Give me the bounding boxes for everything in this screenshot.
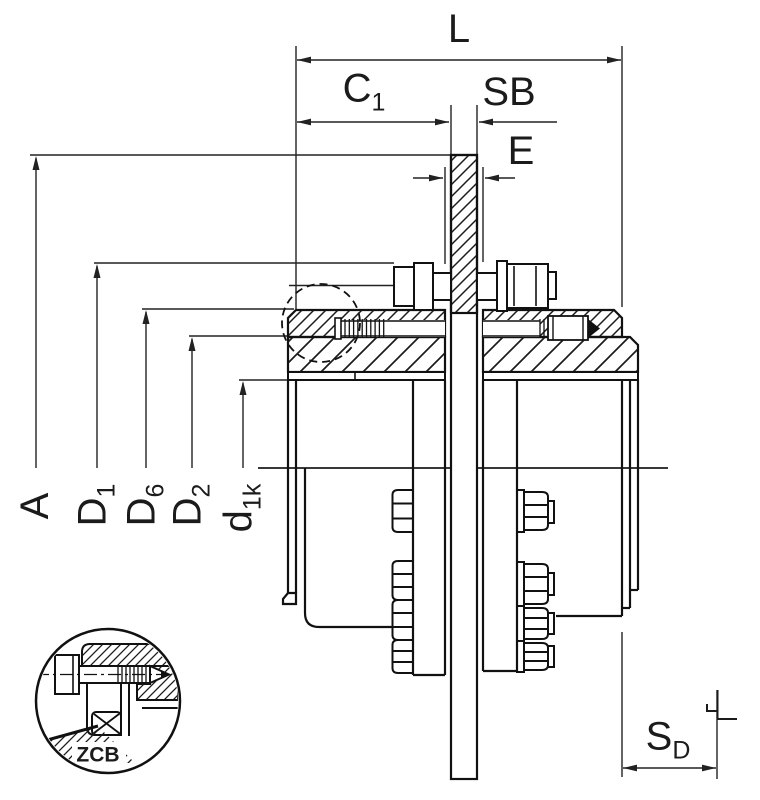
dim-label-D1: D1	[70, 483, 121, 527]
elastic-pin-left	[334, 317, 445, 340]
dim-label-E: E	[507, 129, 535, 173]
brake-disc	[449, 153, 479, 781]
hub-left-outline	[303, 468, 393, 629]
bolt-head-outer-facet	[393, 266, 415, 307]
drum-foot-left	[281, 591, 298, 606]
lower-body	[281, 380, 640, 629]
clamp-bolt	[393, 260, 557, 312]
dim-label-A: A	[13, 492, 57, 520]
dim-label-SD: SD	[645, 714, 691, 765]
elastic-pin-right	[483, 315, 600, 341]
arrowheads	[32, 56, 716, 772]
adjacent-machine-step-symbol	[706, 690, 737, 720]
detail-view-zcb	[34, 627, 182, 775]
flange-nuts-right	[516, 489, 555, 673]
detail-label-zcb: ZCB	[76, 743, 120, 767]
dim-label-SB: SB	[482, 70, 536, 114]
bolt-shank-right	[476, 272, 498, 301]
dim-label-D2: D2	[165, 483, 216, 527]
dim-label-C1: C1	[342, 66, 386, 117]
dim-label-L: L	[447, 7, 471, 51]
rim-bands	[287, 371, 639, 381]
bolt-washer	[496, 260, 508, 312]
dimension-lines	[30, 46, 718, 779]
detail-reference-circle	[281, 283, 361, 363]
hub-block-left	[286, 335, 447, 374]
bolt-thread-end	[547, 271, 557, 300]
flange-columns	[411, 380, 519, 677]
dim-label-D6: D6	[119, 483, 170, 527]
bolt-collar	[432, 272, 452, 301]
dim-label-d1k: d1k	[216, 483, 267, 533]
bolt-head-inner-facet	[413, 262, 434, 311]
flange-bolt-heads-left	[391, 489, 414, 674]
bolt-nut	[506, 263, 549, 309]
hub-block-right	[481, 335, 640, 374]
